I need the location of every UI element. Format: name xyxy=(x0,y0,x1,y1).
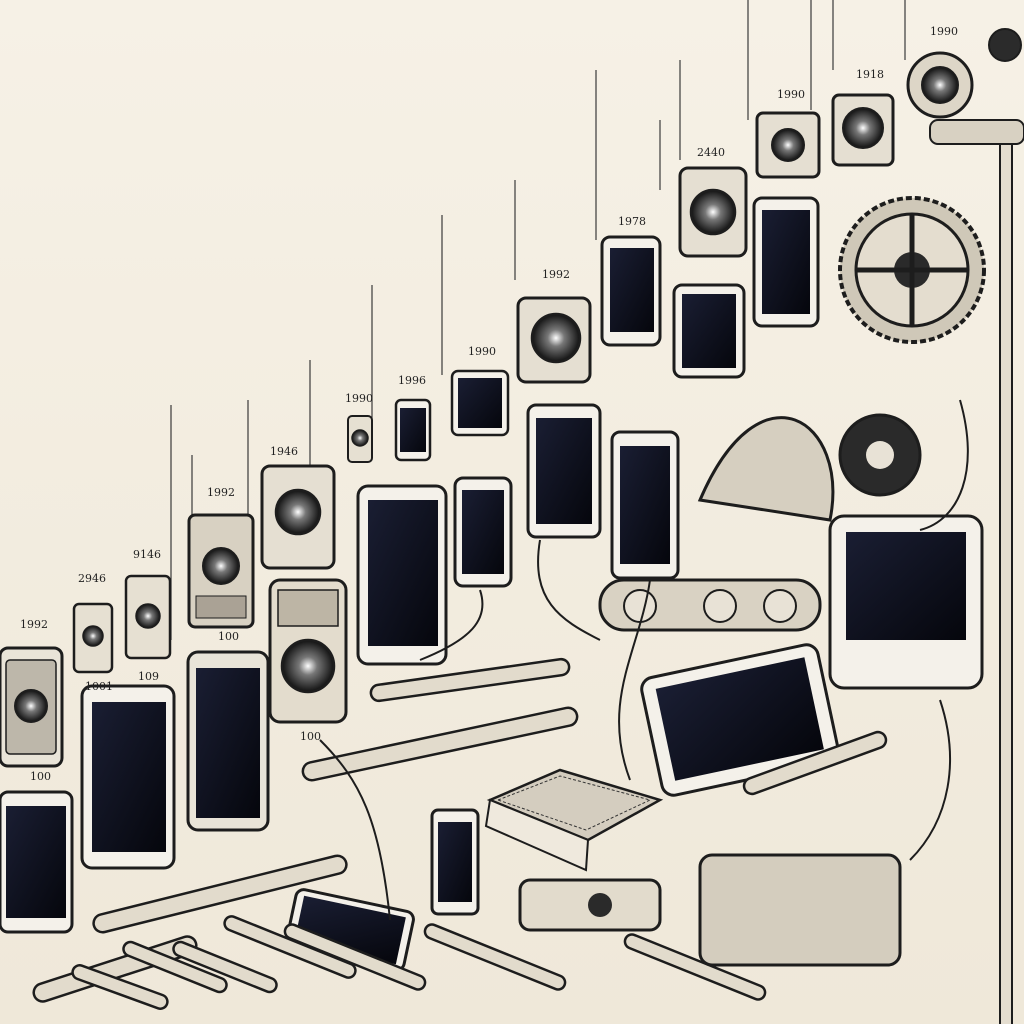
phone-7 xyxy=(453,476,513,588)
tablet-1 xyxy=(0,790,74,934)
laptop xyxy=(484,768,664,872)
year-label: 1946 xyxy=(270,445,298,458)
retro-camera-5 xyxy=(260,464,336,570)
track-machine-2 xyxy=(598,578,822,632)
tilted-tablet xyxy=(640,643,840,797)
year-label: 2946 xyxy=(78,572,106,585)
large-tablet xyxy=(828,514,984,690)
year-label: 1001 xyxy=(85,680,113,693)
year-label: 109 xyxy=(138,670,159,683)
tablet-12 xyxy=(752,196,820,328)
retro-camera-8 xyxy=(516,296,592,384)
year-label: 1990 xyxy=(930,25,958,38)
year-label: 100 xyxy=(30,770,51,783)
phone-6 xyxy=(450,369,510,437)
retro-device-2 xyxy=(72,602,114,674)
retro-player-6 xyxy=(268,578,348,724)
vertical-pole xyxy=(929,119,1024,1024)
year-label: 100 xyxy=(218,630,239,643)
tablet-11 xyxy=(672,283,746,379)
year-label: 100 xyxy=(300,730,321,743)
tablet-10 xyxy=(610,430,680,580)
retro-camera-10 xyxy=(755,111,821,179)
year-label: 2440 xyxy=(697,146,725,159)
year-label: 1990 xyxy=(777,88,805,101)
mech-machine xyxy=(518,853,902,967)
year-label: 1996 xyxy=(398,374,426,387)
phone-5 xyxy=(394,398,432,462)
round-speaker xyxy=(906,28,1022,119)
retro-camera-11 xyxy=(831,93,895,167)
year-label: 1992 xyxy=(542,268,570,281)
wires xyxy=(319,399,969,921)
tube-devices xyxy=(32,657,888,1010)
timeline-stems xyxy=(170,0,906,640)
year-label: 1992 xyxy=(20,618,48,631)
year-label: 1990 xyxy=(468,345,496,358)
tablet-2 xyxy=(80,684,176,870)
tablet-8 xyxy=(526,403,602,539)
tablet-9 xyxy=(600,235,662,347)
track-machine-1 xyxy=(697,413,922,522)
tablet-4 xyxy=(356,484,448,666)
large-gear xyxy=(838,196,986,344)
retro-camera-9 xyxy=(678,166,748,258)
year-labels: 1992 2946 9146 1992 1946 1990 1996 1990 … xyxy=(20,25,958,783)
year-label: 9146 xyxy=(133,548,161,561)
year-label: 1918 xyxy=(856,68,884,81)
year-label: 1978 xyxy=(618,215,646,228)
year-label: 1992 xyxy=(207,486,235,499)
year-label: 1990 xyxy=(345,392,373,405)
retro-camera-7 xyxy=(347,415,373,463)
retro-device-3 xyxy=(124,574,172,660)
tablet-3 xyxy=(186,650,270,832)
retro-radio-4 xyxy=(187,513,255,629)
phone-bottom xyxy=(430,808,480,916)
retro-camera-1 xyxy=(0,646,64,768)
